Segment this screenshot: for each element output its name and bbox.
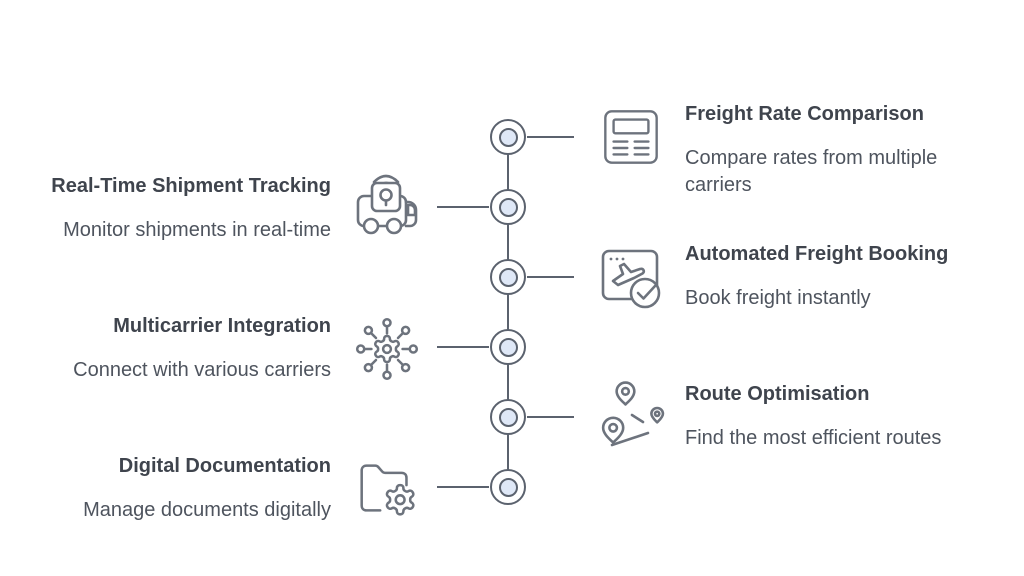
tracking-truck-icon [348, 166, 424, 242]
feature-title: Freight Rate Comparison [685, 103, 924, 125]
timeline-node-6 [490, 469, 526, 505]
connector-right-1 [527, 136, 574, 138]
connector-left-3 [437, 486, 489, 488]
folder-gear-icon [350, 452, 424, 526]
feature-title: Route Optimisation [685, 383, 870, 405]
feature-title: Automated Freight Booking [685, 243, 949, 265]
timeline-node-core [498, 127, 518, 147]
timeline-node-core [498, 197, 518, 217]
timeline-node-core [498, 267, 518, 287]
connector-right-2 [527, 276, 574, 278]
timeline-node-4 [490, 329, 526, 365]
feature-description: Find the most efficient routes [685, 427, 942, 449]
timeline-node-core [498, 407, 518, 427]
connector-left-1 [437, 206, 489, 208]
feature-title: Multicarrier Integration [113, 315, 331, 337]
feature-description: Book freight instantly [685, 287, 871, 309]
timeline-node-2 [490, 189, 526, 225]
feature-title: Real-Time Shipment Tracking [51, 175, 331, 197]
route-pins-icon [596, 376, 672, 452]
connector-left-2 [437, 346, 489, 348]
feature-description: Monitor shipments in real-time [63, 219, 331, 241]
timeline-node-3 [490, 259, 526, 295]
timeline-node-core [498, 477, 518, 497]
timeline-spine [507, 137, 509, 487]
connector-right-3 [527, 416, 574, 418]
timeline-node-5 [490, 399, 526, 435]
timeline-node-1 [490, 119, 526, 155]
booking-plane-icon [594, 240, 670, 316]
feature-description: Connect with various carriers [73, 359, 331, 381]
network-hub-icon [350, 312, 424, 386]
rate-sheet-icon [596, 104, 666, 170]
timeline-node-core [498, 337, 518, 357]
feature-title: Digital Documentation [118, 455, 331, 477]
feature-description: Manage documents digitally [83, 499, 331, 521]
feature-description: Compare rates from multiple carriers [685, 147, 938, 196]
